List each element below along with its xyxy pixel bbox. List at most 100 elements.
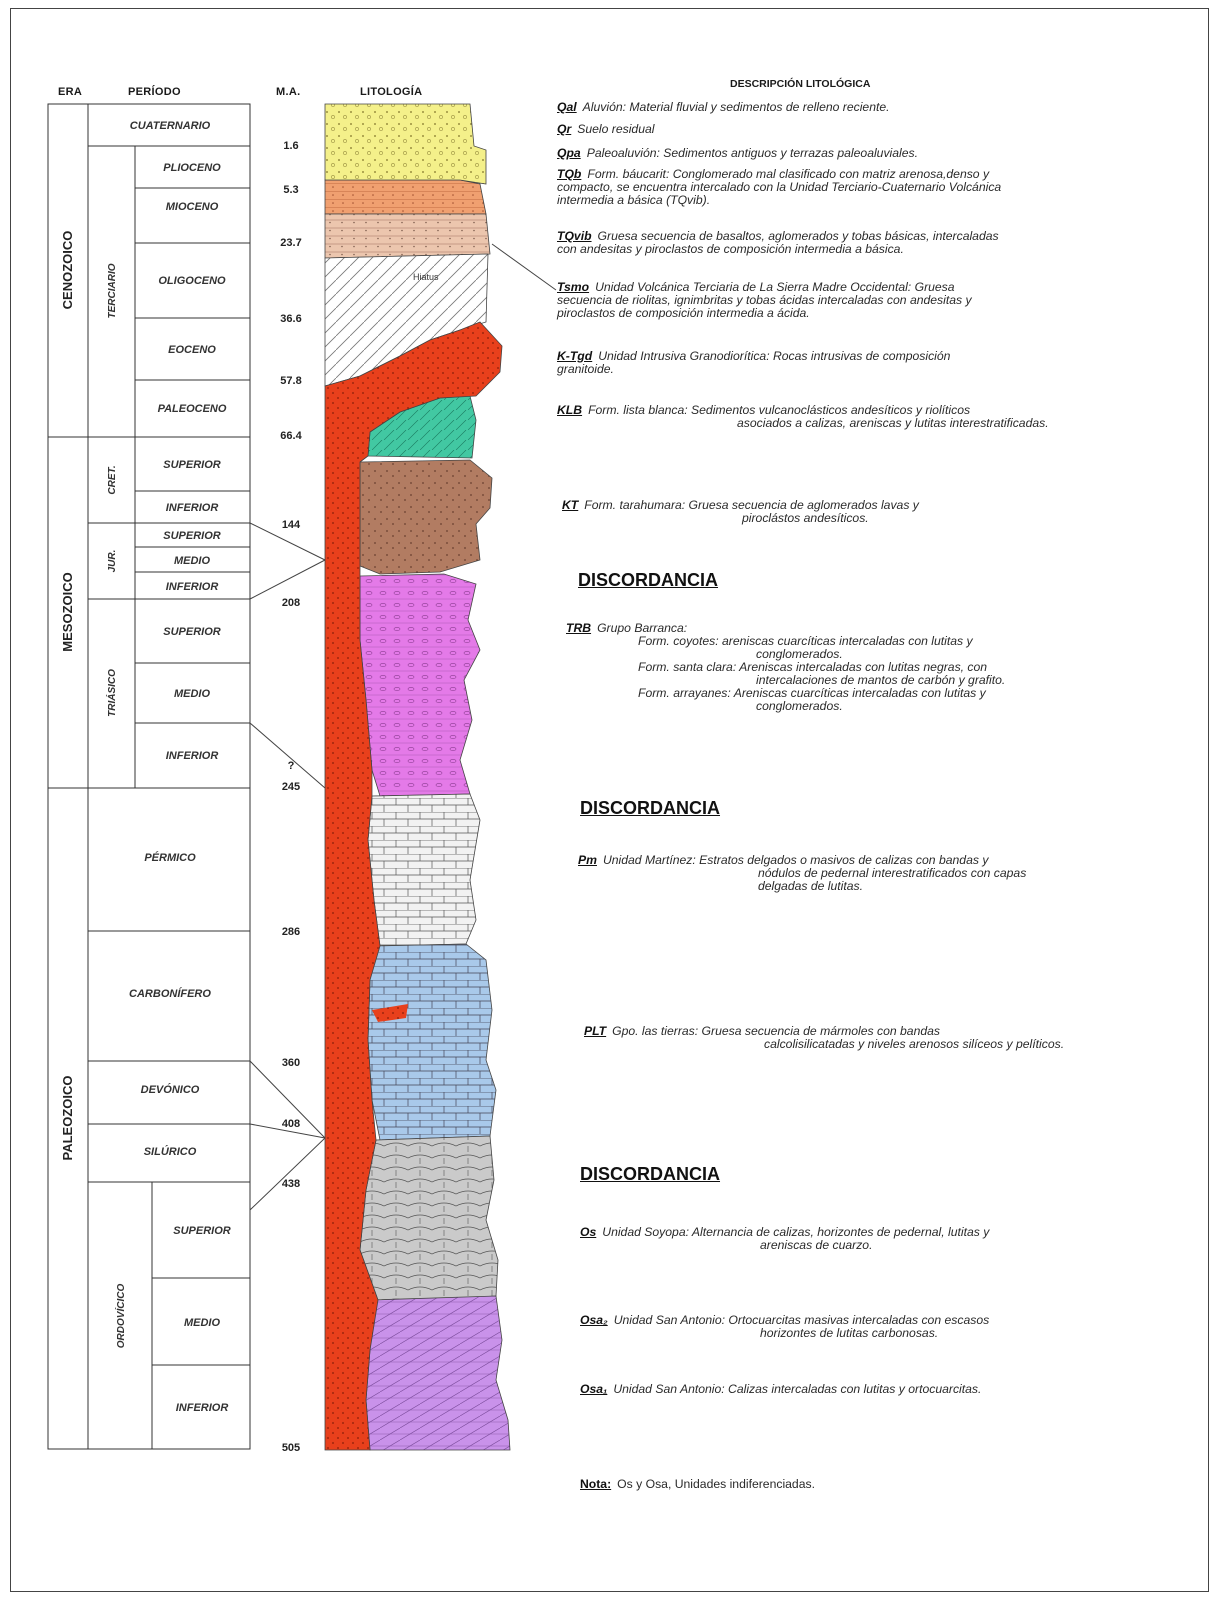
desc-text: Unidad Volcánica Terciaria de La Sierra … (595, 280, 955, 294)
code-pm: Pm (578, 853, 597, 867)
desc-text: piroclastos de composición intermedia a … (557, 307, 1197, 320)
epoch-label-jur-superior: SUPERIOR (163, 530, 221, 542)
desc-text: calcolisilicatadas y niveles arenosos si… (584, 1038, 1194, 1051)
desc-text: Form. arrayanes: Areniscas cuarcíticas i… (566, 687, 1186, 700)
desc-text: granitoide. (557, 363, 1197, 376)
epoch-label-cret-superior: SUPERIOR (163, 459, 221, 471)
code-qr: Qr (557, 122, 571, 136)
ma-label: 360 (276, 1057, 306, 1069)
epoch-label-cuaternario: CUATERNARIO (130, 120, 211, 132)
ma-label: 23.7 (276, 237, 306, 249)
epoch-label-ord-medio: MEDIO (184, 1317, 221, 1329)
ma-label: 5.3 (276, 184, 306, 196)
code-qpa: Qpa (557, 146, 581, 160)
ma-label: 286 (276, 926, 306, 938)
desc-text: horizontes de lutitas carbonosas. (580, 1327, 1190, 1340)
desc-text: Form. báucarit: Conglomerado mal clasifi… (587, 167, 989, 181)
epoch-label-tri-inferior: INFERIOR (166, 750, 219, 762)
code-osa2: Osa₂ (580, 1313, 608, 1327)
desc-osa1: Osa₁ Unidad San Antonio: Calizas intercal… (580, 1383, 1190, 1396)
epoch-label-paleoceno: PALEOCENO (158, 403, 227, 415)
code-tqb: TQb (557, 167, 581, 181)
epoch-label-tri-medio: MEDIO (174, 688, 211, 700)
litho-unit-kt (360, 460, 492, 574)
era-label-cenozoico: CENOZOICO (60, 231, 75, 310)
desc-qpa: QpaPaleoaluvión: Sedimentos antiguos y t… (557, 147, 918, 160)
desc-tqb: TQb Form. báucarit: Conglomerado mal clas… (557, 168, 1197, 207)
code-tqvib: TQvib (557, 229, 592, 243)
epoch-label-silurico: SILÚRICO (144, 1145, 197, 1158)
chronostratigraphic-table (48, 104, 250, 1449)
lithologic-column (325, 104, 510, 1450)
discordancia-heading: DISCORDANCIA (578, 570, 718, 591)
litho-unit-trb (360, 574, 480, 796)
desc-text: intermedia a básica (TQvib). (557, 194, 1197, 207)
ma-label: 408 (276, 1118, 306, 1130)
period-label-triasico: TRIÁSICO (105, 669, 118, 717)
desc-trb: TRB Grupo Barranca: Form. coyotes: arenis… (566, 622, 1186, 713)
desc-text: Grupo Barranca: (597, 621, 687, 635)
desc-text: Gruesa secuencia de basaltos, aglomerado… (598, 229, 999, 243)
epoch-label-ord-inferior: INFERIOR (176, 1402, 229, 1414)
desc-text: Gpo. las tierras: Gruesa secuencia de má… (612, 1024, 940, 1038)
desc-text: Unidad San Antonio: Calizas intercaladas… (613, 1382, 981, 1396)
era-label-mesozoico: MESOZOICO (60, 572, 75, 651)
epoch-label-ord-superior: SUPERIOR (173, 1225, 231, 1237)
epoch-label-plioceno: PLIOCENO (163, 162, 221, 174)
code-plt: PLT (584, 1024, 606, 1038)
desc-text: conglomerados. (566, 700, 1186, 713)
ma-label: 438 (276, 1178, 306, 1190)
litho-unit-tqvib (325, 214, 490, 258)
nota-text: Os y Osa, Unidades indiferenciadas. (617, 1477, 815, 1491)
epoch-label-jur-medio: MEDIO (174, 555, 211, 567)
desc-text: piroclástos andesíticos. (562, 512, 1182, 525)
period-label-ordovicico: ORDOVÍCICO (114, 1284, 127, 1349)
desc-text: Form. lista blanca: Sedimentos vulcanocl… (588, 403, 970, 417)
hiatus-label: Hiatus (413, 272, 439, 282)
code-trb: TRB (566, 621, 591, 635)
desc-text: Unidad Soyopa: Alternancia de calizas, h… (602, 1225, 989, 1239)
desc-text: con andesitas y piroclastos de composici… (557, 243, 1207, 256)
desc-qr: Qr Suelo residual (557, 123, 654, 136)
header-era: ERA (58, 86, 82, 98)
period-label-jurasico: JUR. (107, 550, 118, 573)
desc-text: Unidad Intrusiva Granodiorítica: Rocas i… (598, 349, 950, 363)
epoch-label-tri-superior: SUPERIOR (163, 626, 221, 638)
epoch-label-mioceno: MIOCENO (166, 201, 219, 213)
period-label-terciario: TERCIARIO (107, 263, 118, 318)
ma-label: 36.6 (276, 313, 306, 325)
code-osa1: Osa₁ (580, 1382, 607, 1396)
epoch-label-jur-inferior: INFERIOR (166, 581, 219, 593)
header-periodo: PERÍODO (128, 86, 181, 98)
header-litologia: LITOLOGÍA (360, 86, 422, 98)
litho-unit-osa (366, 1296, 510, 1450)
epoch-label-oligoceno: OLIGOCENO (158, 275, 226, 287)
epoch-label-devonico: DEVÓNICO (141, 1083, 200, 1096)
desc-text: asociados a calizas, areniscas y lutitas… (557, 417, 1197, 430)
epoch-label-permico: PÉRMICO (144, 851, 196, 864)
litho-unit-pm (368, 794, 480, 946)
litho-unit-plt (368, 944, 496, 1140)
ma-label: 245 (276, 781, 306, 793)
ma-label: 505 (276, 1442, 306, 1454)
code-ktgd: K-Tgd (557, 349, 592, 363)
litho-unit-alluvium (325, 104, 486, 184)
discordancia-heading: DISCORDANCIA (580, 798, 720, 819)
desc-text: Aluvión: Material fluvial y sedimentos d… (583, 100, 890, 114)
code-kt: KT (562, 498, 578, 512)
epoch-label-carbonifero: CARBONÍFERO (129, 987, 211, 1000)
desc-tqvib: TQvib Gruesa secuencia de basaltos, aglom… (557, 230, 1207, 256)
desc-text: Form. coyotes: areniscas cuarcíticas int… (566, 635, 1186, 648)
discordancia-heading: DISCORDANCIA (580, 1164, 720, 1185)
desc-text: Suelo residual (577, 122, 654, 136)
ma-label: 57.8 (276, 375, 306, 387)
desc-text: areniscas de cuarzo. (580, 1239, 1190, 1252)
description-title: DESCRIPCIÓN LITOLÓGICA (730, 78, 870, 90)
epoch-label-cret-inferior: INFERIOR (166, 502, 219, 514)
ma-label: 144 (276, 519, 306, 531)
header-ma: M.A. (276, 86, 300, 98)
desc-text: nódulos de pedernal interestratificados … (578, 867, 1188, 880)
